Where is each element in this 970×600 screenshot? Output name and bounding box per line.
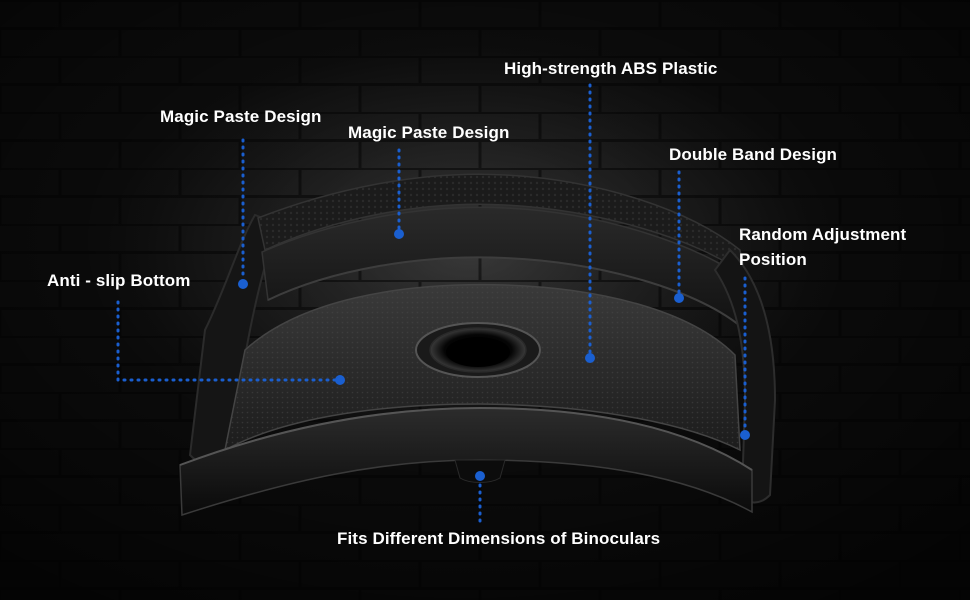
- label-magic-paste-center: Magic Paste Design: [348, 123, 510, 142]
- label-magic-paste-left: Magic Paste Design: [160, 107, 322, 126]
- label-double-band: Double Band Design: [669, 145, 838, 164]
- bottom-post: [454, 459, 506, 483]
- label-abs-plastic: High-strength ABS Plastic: [504, 59, 718, 78]
- label-anti-slip: Anti - slip Bottom: [47, 271, 191, 290]
- label-random-adjustment: Random Adjustment Position: [739, 225, 907, 269]
- label-fits-binoculars: Fits Different Dimensions of Binoculars: [337, 529, 661, 548]
